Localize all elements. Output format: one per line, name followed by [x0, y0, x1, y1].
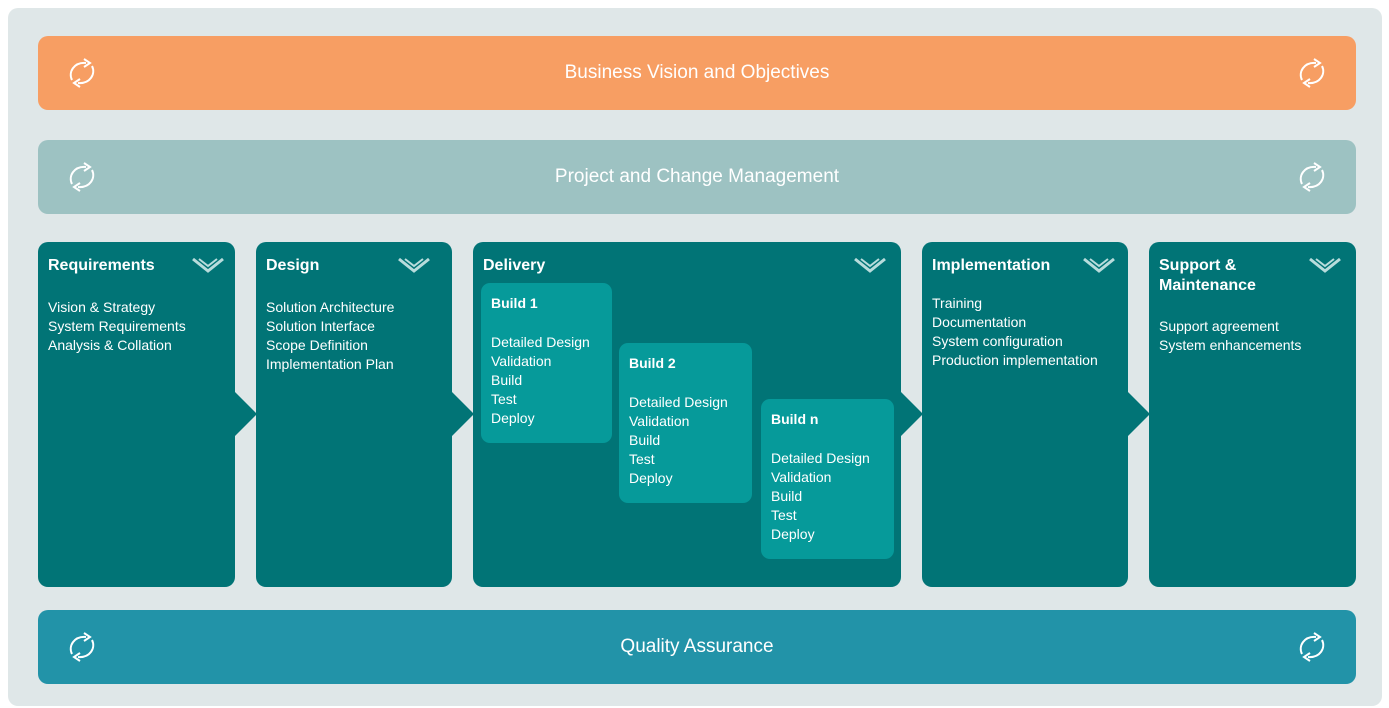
list-item: Validation — [771, 469, 832, 485]
list-item: Detailed Design — [491, 334, 590, 350]
build-card: Build 2 Detailed Design Validation Build… — [619, 343, 752, 503]
list-item: Build — [491, 372, 523, 388]
list-item: Vision & Strategy — [48, 299, 156, 315]
phase-title-line: Maintenance — [1159, 277, 1256, 294]
chevron-down-icon — [192, 257, 224, 273]
project-change-management-label: Project and Change Management — [554, 166, 840, 187]
list-item: Test — [629, 451, 655, 467]
list-item: Test — [771, 507, 797, 523]
chevron-down-icon — [854, 257, 886, 273]
flow-arrow — [235, 392, 257, 436]
list-item: Solution Architecture — [266, 299, 395, 315]
phase-requirements: Requirements Vision & Strategy System Re… — [38, 242, 235, 587]
phase-implementation: Implementation Training Documentation Sy… — [922, 242, 1128, 587]
list-item: Scope Definition — [266, 337, 368, 353]
build-steps: Detailed Design Validation Build Test De… — [629, 393, 728, 488]
chevron-down-icon — [1083, 257, 1115, 273]
cycle-arrows-icon — [69, 632, 95, 662]
phase-support-maintenance: Support & Maintenance Support agreement … — [1149, 242, 1356, 587]
quality-assurance-label: Quality Assurance — [620, 636, 774, 657]
list-item: Training — [932, 295, 983, 311]
business-vision-bar: Business Vision and Objectives — [38, 36, 1356, 110]
phase-delivery: Delivery Build 1 Detailed Design Validat… — [473, 242, 901, 587]
phase-title-line: Support & — [1159, 257, 1237, 274]
list-item: Production implementation — [932, 352, 1098, 368]
cycle-arrows-icon — [1299, 632, 1325, 662]
flow-arrow — [901, 392, 923, 436]
list-item: Test — [491, 391, 517, 407]
business-vision-label: Business Vision and Objectives — [564, 62, 830, 83]
phase-title: Delivery — [483, 257, 546, 274]
cycle-arrows-icon — [69, 162, 95, 192]
chevron-down-icon — [1309, 257, 1341, 273]
list-item: Detailed Design — [629, 394, 728, 410]
build-card: Build 1 Detailed Design Validation Build… — [481, 283, 612, 443]
cycle-arrows-icon — [1299, 162, 1325, 192]
phase-items: Solution Architecture Solution Interface… — [266, 298, 394, 374]
phase-title: Implementation — [932, 257, 1051, 274]
phase-title: Design — [266, 257, 320, 274]
list-item: Deploy — [629, 470, 673, 486]
list-item: Implementation Plan — [266, 356, 394, 372]
list-item: Validation — [629, 413, 690, 429]
list-item: Analysis & Collation — [48, 337, 172, 353]
build-steps: Detailed Design Validation Build Test De… — [491, 333, 590, 428]
phase-design: Design Solution Architecture Solution In… — [256, 242, 452, 587]
list-item: Solution Interface — [266, 318, 375, 334]
list-item: Detailed Design — [771, 450, 870, 466]
phase-items: Support agreement System enhancements — [1159, 317, 1301, 355]
quality-assurance-bar: Quality Assurance — [38, 610, 1356, 684]
list-item: System Requirements — [48, 318, 186, 334]
list-item: Validation — [491, 353, 552, 369]
list-item: System enhancements — [1159, 337, 1302, 353]
cycle-arrows-icon — [1299, 58, 1325, 88]
phase-title: Requirements — [48, 257, 155, 274]
flow-arrow — [452, 392, 474, 436]
phase-items: Vision & Strategy System Requirements An… — [48, 298, 186, 355]
list-item: Support agreement — [1159, 318, 1279, 334]
build-title: Build 1 — [491, 295, 538, 311]
build-card: Build n Detailed Design Validation Build… — [761, 399, 894, 559]
phase-title: Support & Maintenance — [1159, 256, 1256, 296]
build-steps: Detailed Design Validation Build Test De… — [771, 449, 870, 544]
flow-arrow — [1128, 392, 1150, 436]
cycle-arrows-icon — [69, 58, 95, 88]
list-item: Documentation — [932, 314, 1027, 330]
build-title: Build 2 — [629, 355, 676, 371]
project-change-management-bar: Project and Change Management — [38, 140, 1356, 214]
list-item: System configuration — [932, 333, 1063, 349]
chevron-down-icon — [398, 257, 430, 273]
list-item: Deploy — [491, 410, 535, 426]
list-item: Deploy — [771, 526, 815, 542]
phase-items: Training Documentation System configurat… — [932, 294, 1098, 370]
build-title: Build n — [771, 411, 819, 427]
list-item: Build — [771, 488, 803, 504]
list-item: Build — [629, 432, 661, 448]
